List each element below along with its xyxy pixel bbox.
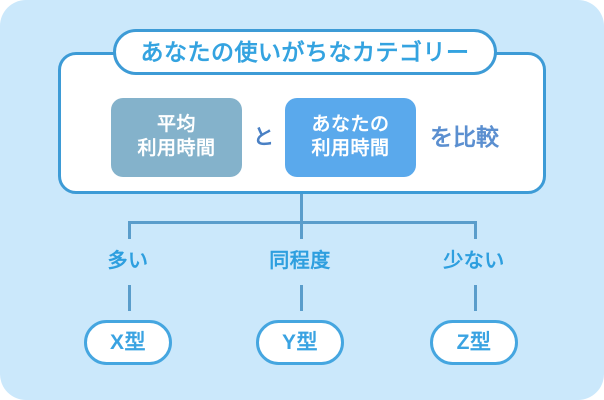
your-usage-line2: 利用時間 — [311, 138, 390, 159]
branch-label-similar: 同程度 — [269, 250, 331, 272]
result-pill-y-label: Y型 — [281, 331, 318, 354]
page-title: あなたの使いがちなカテゴリー — [113, 29, 497, 75]
average-usage-line1: 平均 — [156, 113, 196, 135]
result-pill-x[interactable]: X型 — [84, 320, 172, 365]
result-pill-z-label: Z型 — [456, 331, 492, 354]
result-pill-x-label: X型 — [109, 331, 146, 354]
comparison-row: 平均 利用時間 と あなたの 利用時間 を比較 — [61, 96, 549, 178]
comparison-suffix-label: を比較 — [430, 123, 499, 150]
connector-branch-middle — [300, 221, 303, 239]
connector-stem — [300, 194, 303, 224]
your-usage-line1: あなたの — [311, 113, 390, 135]
comparison-conjunction: と — [253, 125, 274, 149]
average-usage-line2: 利用時間 — [137, 138, 216, 159]
result-pill-z[interactable]: Z型 — [430, 320, 518, 365]
connector-drop-middle — [300, 285, 303, 311]
branch-label-less: 少ない — [443, 250, 505, 272]
branch-label-more: 多い — [107, 250, 149, 272]
connector-drop-left — [128, 285, 131, 311]
page-title-text: あなたの使いがちなカテゴリー — [140, 38, 470, 65]
connector-drop-right — [474, 285, 477, 311]
result-pill-y[interactable]: Y型 — [256, 320, 344, 365]
connector-branch-left — [128, 221, 131, 239]
your-usage-box: あなたの 利用時間 — [285, 97, 416, 177]
connector-branch-right — [474, 221, 477, 239]
comparison-card: 平均 利用時間 と あなたの 利用時間 を比較 — [58, 52, 546, 194]
average-usage-box: 平均 利用時間 — [111, 97, 242, 177]
